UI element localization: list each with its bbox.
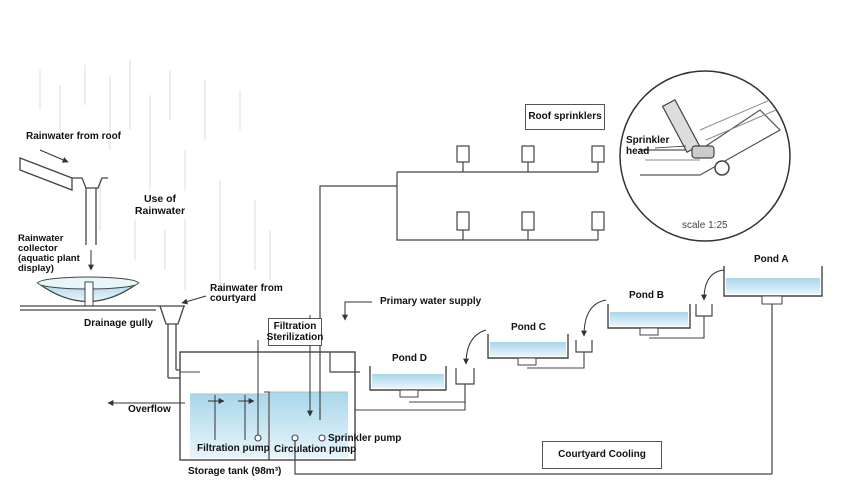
arrow-to-pond-b: [701, 269, 725, 301]
arrow-courtyard: [181, 295, 207, 305]
pond-a: [723, 266, 823, 474]
label-rainwater-collector: Rainwater collector (aquatic plant displ…: [18, 234, 80, 274]
primary-supply-leader: [342, 301, 372, 321]
sprinkler-head-line2: head: [626, 146, 650, 157]
box-use-of-rainwater: Use of Rainwater: [124, 191, 196, 219]
use-of-rainwater-line1: Use of: [143, 193, 177, 205]
courtyard-line1: Rainwater from: [210, 283, 283, 294]
collector-line1: Rainwater: [18, 233, 64, 244]
label-pond-d: Pond D: [392, 353, 427, 364]
collector-line2: collector: [18, 243, 58, 254]
sprinkler-heads: [456, 145, 605, 231]
collector-line3: (aquatic plant: [18, 253, 80, 264]
sprinkler-head-line1: Sprinkler: [626, 135, 670, 146]
label-rainwater-courtyard: Rainwater from courtyard: [210, 284, 283, 304]
sprinkler-pipe: [319, 162, 599, 420]
label-scale: scale 1:25: [682, 220, 728, 231]
arrow-rain-roof: [39, 149, 69, 163]
box-filtration-sterilization: Filtration Sterilization: [266, 318, 324, 346]
drainage-gully: [20, 305, 200, 379]
pond-d: [369, 366, 475, 398]
label-primary-water-supply: Primary water supply: [380, 296, 482, 307]
pond-c: [487, 334, 593, 366]
arrow-to-pond-c: [581, 299, 607, 337]
label-rainwater-roof: Rainwater from roof: [26, 131, 122, 142]
pond-flow-pipes: [355, 316, 705, 411]
label-pond-c: Pond C: [511, 322, 546, 333]
pond-b: [607, 304, 713, 336]
collector-line4: display): [18, 263, 54, 274]
label-sprinkler-head: Sprinkler head: [626, 135, 669, 157]
label-pond-a: Pond A: [754, 254, 789, 265]
box-roof-sprinklers: Roof sprinklers: [525, 104, 605, 130]
storage-tank: [179, 351, 360, 461]
roof-gutter: [19, 157, 108, 245]
label-drainage-gully: Drainage gully: [84, 318, 153, 329]
filtration-pipes: [214, 340, 326, 442]
label-filtration-pump: Filtration pump: [197, 443, 270, 454]
courtyard-line2: courtyard: [210, 293, 257, 304]
filtration-line1: Filtration: [273, 321, 317, 332]
label-pond-b: Pond B: [629, 290, 664, 301]
label-storage-tank: Storage tank (98m³): [188, 466, 282, 477]
label-sprinkler-pump: Sprinkler pump: [328, 433, 402, 444]
rain-streaks: [39, 60, 271, 300]
label-overflow: Overflow: [128, 404, 171, 415]
sprinkler-detail: [619, 70, 791, 242]
box-courtyard-cooling: Courtyard Cooling: [542, 441, 662, 469]
return-pipe: [294, 440, 772, 475]
label-circulation-pump: Circulation pump: [274, 444, 357, 455]
filtration-line2: Sterilization: [266, 332, 324, 343]
arrow-to-pond-d: [463, 329, 487, 365]
collector-bowl: [36, 276, 140, 307]
use-of-rainwater-line2: Rainwater: [134, 205, 186, 217]
